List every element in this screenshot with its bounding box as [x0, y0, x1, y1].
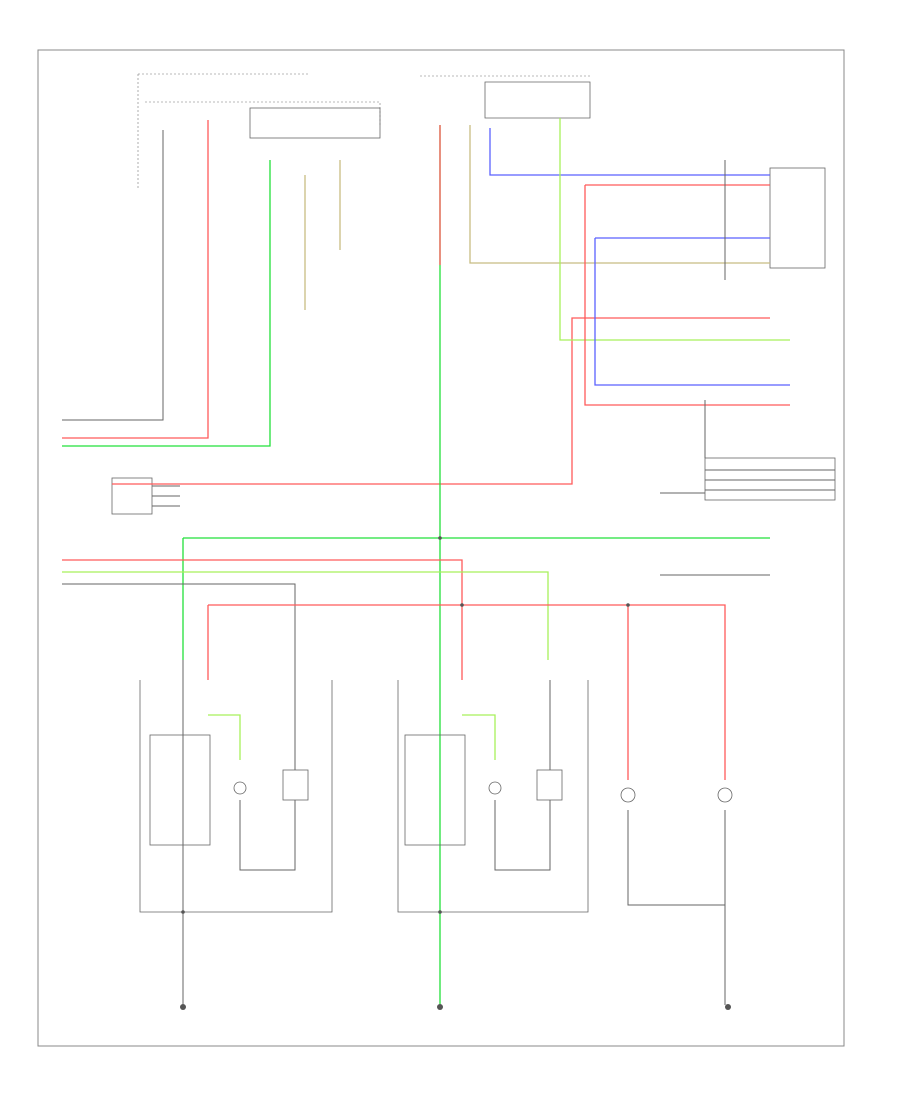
wire-red-long [112, 317, 770, 485]
left-courtesy-unit [139, 660, 333, 1005]
wire-red-1 [62, 120, 209, 439]
junction-dots [181, 536, 630, 914]
wire-black-horizontal [62, 583, 296, 660]
right-lamps [620, 787, 733, 1005]
right-connector-stack [704, 457, 836, 501]
switch-box [484, 81, 591, 119]
ground-mid-icon [437, 1004, 443, 1010]
wire-red-horizontal-1 [62, 559, 463, 680]
mid-courtesy-unit [397, 680, 589, 913]
wire-lgreen-center [559, 118, 790, 341]
wire-blue-top [489, 128, 770, 176]
inner-module-box [249, 107, 381, 139]
right-module-box [769, 167, 826, 269]
connector-stack-box [704, 457, 836, 501]
wire-red-lamps [208, 604, 726, 780]
ground-left-icon [180, 1004, 186, 1010]
wire-tan-center [469, 125, 770, 264]
diagram-frame [37, 49, 845, 1047]
top-left-connector-block [137, 73, 381, 188]
wire-black-1 [62, 130, 164, 421]
wire-blue-right [594, 238, 790, 386]
ground-right-icon [725, 1004, 731, 1010]
wire-lgreen-horizontal [62, 571, 549, 660]
wire-green-1 [62, 160, 271, 447]
wire-red-right-2 [584, 185, 790, 406]
left-small-connector [111, 477, 180, 515]
top-center-switch-block [420, 75, 591, 119]
